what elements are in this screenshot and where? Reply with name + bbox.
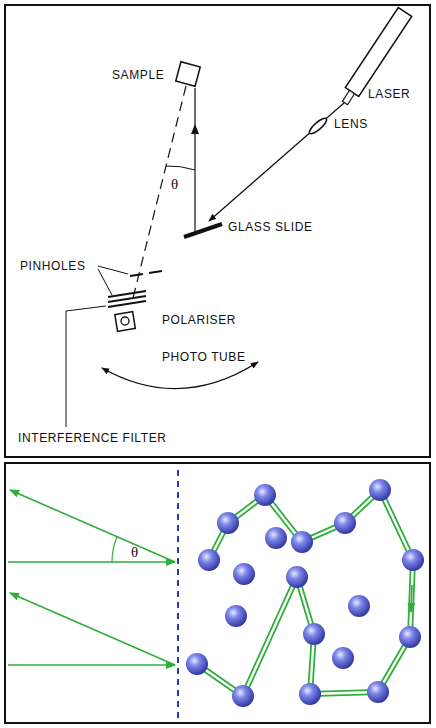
angle-label: θ bbox=[171, 177, 178, 192]
panel-frame bbox=[5, 5, 430, 457]
photo-tube bbox=[115, 312, 135, 332]
scattered-ray bbox=[10, 490, 175, 562]
polymer-chain bbox=[197, 490, 413, 696]
laser-nozzle bbox=[343, 90, 355, 104]
incident-ray bbox=[8, 561, 175, 563]
reflected-beam bbox=[194, 88, 195, 231]
pinhole bbox=[130, 274, 143, 276]
angle-arc bbox=[166, 166, 195, 170]
laser-tube bbox=[345, 8, 411, 97]
leader-line bbox=[66, 306, 106, 427]
interference-filter bbox=[108, 301, 146, 307]
angle-label: θ bbox=[131, 545, 138, 560]
arrowhead bbox=[191, 124, 199, 134]
leader-line bbox=[98, 266, 128, 274]
laser-beam bbox=[209, 103, 344, 221]
part-label: PINHOLES bbox=[20, 260, 86, 272]
part-label: GLASS SLIDE bbox=[228, 221, 313, 233]
part-label: POLARISER bbox=[162, 314, 236, 326]
part-label: PHOTO TUBE bbox=[162, 351, 246, 363]
sample-cell bbox=[176, 62, 200, 86]
part-label: LASER bbox=[368, 88, 410, 100]
scattered-beam bbox=[133, 86, 186, 298]
incident-ray bbox=[8, 664, 175, 666]
chain-arrow bbox=[411, 585, 412, 612]
panel-frame bbox=[5, 463, 430, 723]
angle-arc bbox=[112, 537, 117, 562]
pinhole bbox=[149, 271, 162, 273]
part-label: INTERFERENCE FILTER bbox=[18, 432, 167, 444]
spheres bbox=[186, 479, 424, 707]
part-label: LENS bbox=[334, 118, 368, 130]
lens bbox=[307, 116, 328, 136]
part-label: SAMPLE bbox=[112, 69, 164, 81]
rotation-arrow bbox=[102, 362, 258, 389]
photo-tube-window bbox=[121, 317, 129, 325]
scattered-ray bbox=[10, 593, 175, 665]
polymer-chain bbox=[197, 490, 413, 696]
glass-slide bbox=[184, 224, 222, 237]
leader-line bbox=[98, 269, 112, 295]
dashed-plane bbox=[177, 470, 179, 718]
